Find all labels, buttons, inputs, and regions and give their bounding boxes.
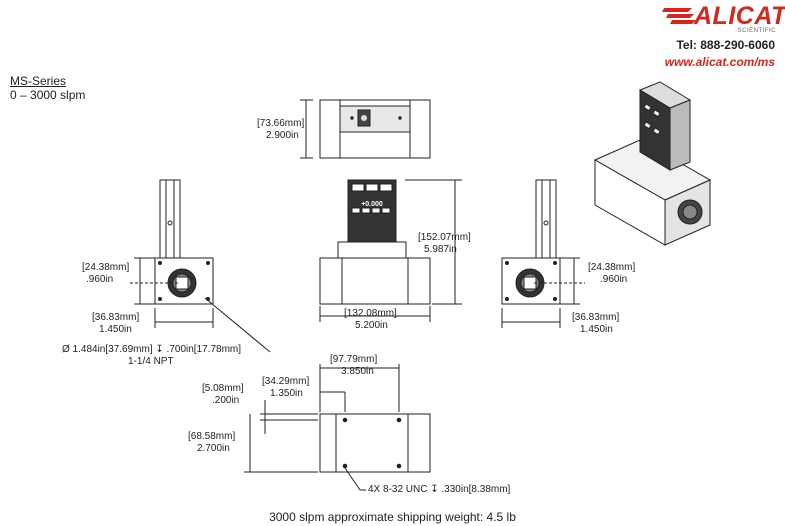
brand-name: ALICAT — [694, 2, 785, 30]
bottom-small-mm: [5.08mm] — [202, 383, 244, 394]
front-height-mm: [152.07mm] — [418, 232, 471, 243]
bottom-offset-mm: [34.29mm] — [262, 376, 310, 387]
top-view — [300, 99, 431, 159]
shipping-weight-note: 3000 slpm approximate shipping weight: 4… — [269, 510, 516, 524]
front-width-in: 5.200in — [355, 320, 388, 331]
flow-range: 0 – 3000 slpm — [10, 88, 86, 102]
brand-subtitle: SCIENTIFIC — [737, 28, 776, 34]
bottom-height-mm: [68.58mm] — [188, 431, 236, 442]
right-upper-mm: [24.38mm] — [588, 262, 636, 273]
bottom-offset-in: 1.350in — [270, 388, 303, 399]
port-spec: Ø 1.484in[37.69mm] ↧ .700in[17.78mm] — [62, 344, 242, 355]
top-height-in: 2.900in — [266, 130, 299, 141]
front-height-in: 5.987in — [424, 244, 457, 255]
port-thread: 1-1/4 NPT — [128, 356, 174, 367]
right-lower-in: 1.450in — [580, 324, 613, 335]
right-upper-in: .960in — [600, 274, 628, 285]
bottom-view — [244, 364, 431, 491]
top-height-mm: [73.66mm] — [257, 118, 305, 129]
bottom-span-in: 3.850in — [341, 366, 374, 377]
left-lower-in: 1.450in — [99, 324, 132, 335]
right-lower-mm: [36.83mm] — [572, 312, 620, 323]
bottom-span-mm: [97.79mm] — [330, 354, 378, 365]
right-side-view — [501, 179, 585, 328]
left-upper-in: .960in — [86, 274, 114, 285]
alicat-logo: ALICAT SCIENTIFIC — [662, 2, 785, 34]
telephone: Tel: 888-290-6060 — [676, 38, 775, 52]
series-title: MS-Series — [10, 74, 67, 88]
left-upper-mm: [24.38mm] — [82, 262, 130, 273]
front-view — [319, 179, 462, 322]
left-lower-mm: [36.83mm] — [92, 312, 140, 323]
bottom-height-in: 2.700in — [197, 443, 230, 454]
left-side-view — [130, 179, 271, 353]
isometric-view — [593, 81, 712, 246]
bottom-small-in: .200in — [212, 395, 240, 406]
display-readout: +0.000 — [361, 201, 383, 208]
front-width-mm: [132.08mm] — [344, 308, 397, 319]
website-link[interactable]: www.alicat.com/ms — [664, 55, 775, 69]
mount-holes: 4X 8-32 UNC ↧ .330in[8.38mm] — [368, 484, 511, 495]
logo-stripes-icon — [662, 8, 696, 24]
